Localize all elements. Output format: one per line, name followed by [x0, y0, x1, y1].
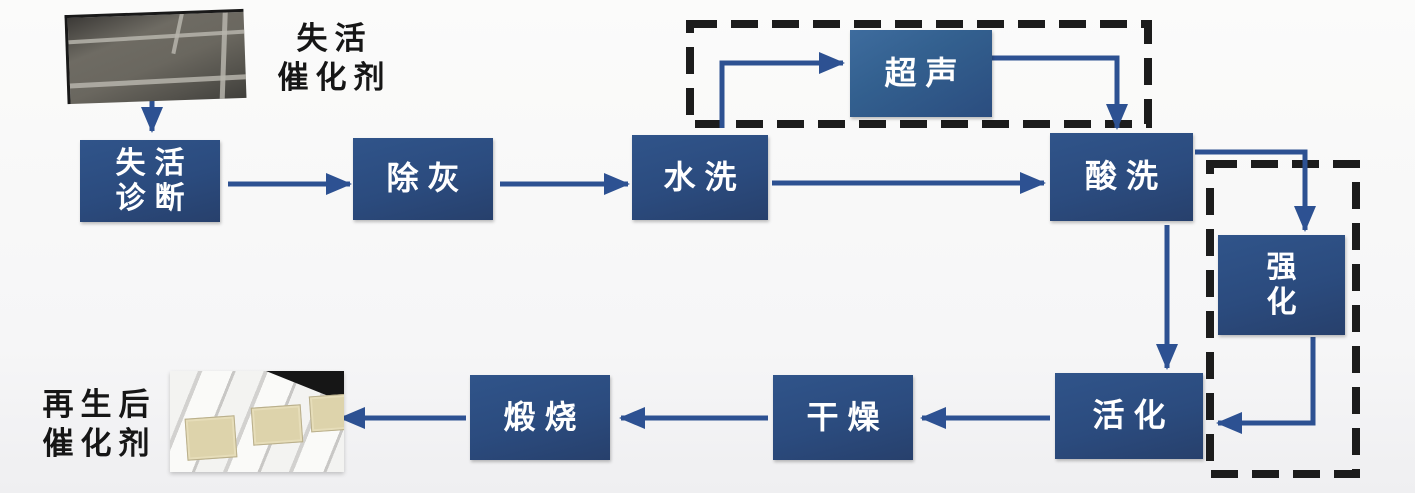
label-line: 再生后 — [42, 387, 157, 423]
node-acid-wash: 酸洗 — [1050, 133, 1193, 221]
catalyst-block — [308, 393, 344, 433]
node-diagnosis-label: 失活 — [115, 145, 194, 181]
node-strengthen: 强 化 — [1218, 235, 1345, 335]
arrow-acid-wash-to-strengthen — [1195, 149, 1316, 232]
node-ash-removal-label: 除灰 — [386, 159, 469, 198]
node-strengthen-label: 化 — [1266, 285, 1297, 320]
node-ash-removal: 除灰 — [353, 138, 493, 220]
node-diagnosis: 失活 诊断 — [80, 140, 220, 222]
label-line: 催化剂 — [42, 425, 157, 462]
node-water-wash-label: 水洗 — [663, 157, 746, 196]
node-calcination: 煅烧 — [470, 375, 610, 460]
node-ultrasonic-label: 超声 — [884, 53, 967, 92]
strengthen-loop-dashed-box — [1206, 160, 1360, 478]
node-acid-wash-label: 酸洗 — [1084, 157, 1167, 196]
node-activation: 活化 — [1055, 373, 1203, 459]
arrow-water-wash-to-ultrasonic — [719, 52, 845, 128]
node-drying-label: 干燥 — [806, 397, 889, 436]
deactivated-catalyst-photo — [64, 8, 247, 105]
ultrasonic-loop-dashed-box — [686, 20, 1152, 128]
label-line: 失活 — [296, 21, 373, 57]
node-diagnosis-label: 诊断 — [115, 181, 194, 216]
node-activation-label: 活化 — [1092, 396, 1175, 435]
node-water-wash: 水洗 — [632, 135, 768, 220]
label-deactivated-catalyst: 失活 催化剂 — [256, 20, 406, 98]
arrow-ultrasonic-to-acid-wash — [992, 55, 1128, 130]
catalyst-block — [250, 404, 304, 446]
grout-line — [171, 8, 185, 55]
node-drying: 干燥 — [773, 375, 913, 460]
node-calcination-label: 煅烧 — [503, 397, 586, 436]
label-regenerated-catalyst: 再生后 催化剂 — [18, 386, 174, 464]
grout-line — [219, 8, 228, 105]
node-ultrasonic: 超声 — [850, 30, 992, 117]
catalyst-block — [184, 415, 238, 461]
label-line: 催化剂 — [277, 59, 392, 96]
grout-line — [64, 29, 247, 45]
node-strengthen-label: 强 — [1266, 249, 1297, 285]
regenerated-catalyst-photo — [170, 371, 344, 472]
arrow-strengthen-to-activation — [1216, 337, 1316, 434]
